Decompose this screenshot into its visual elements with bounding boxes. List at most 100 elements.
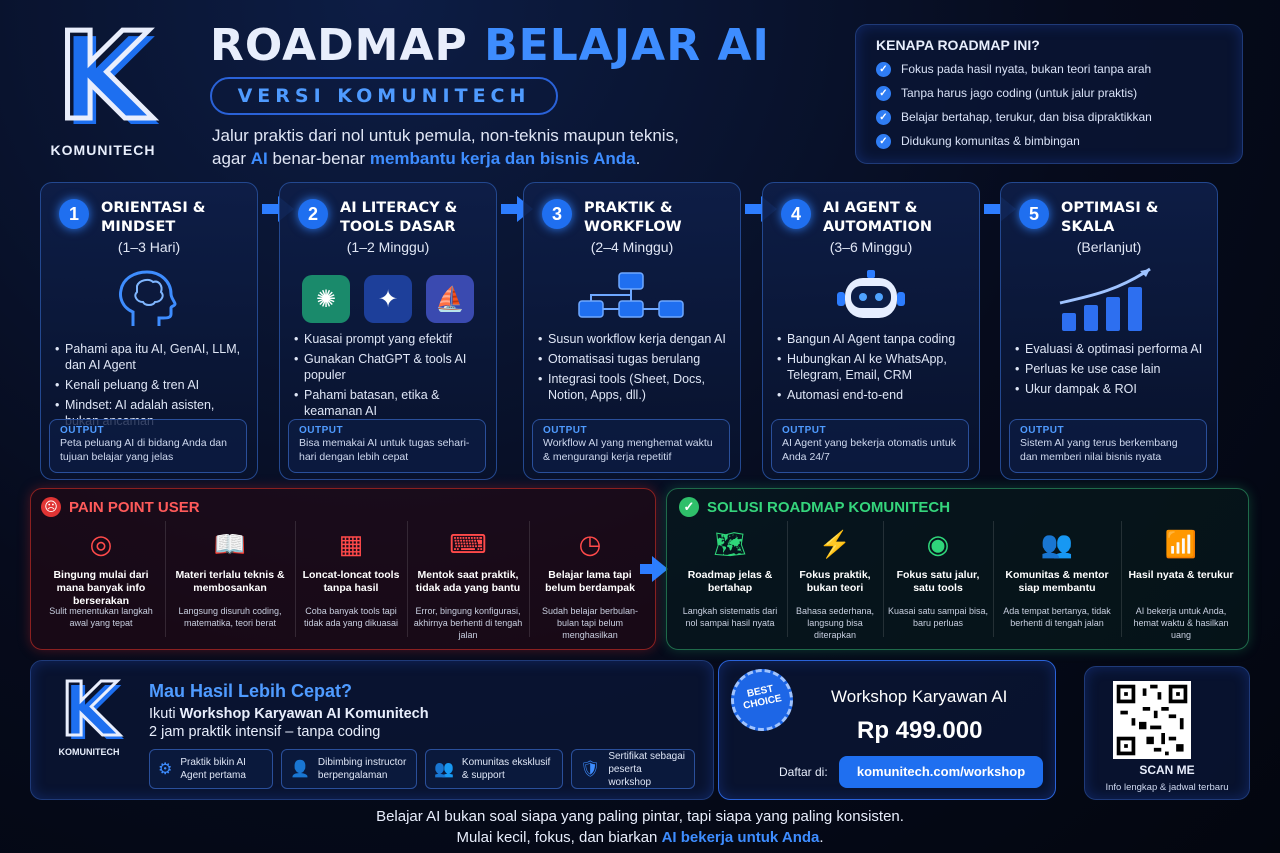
growth-chart-icon: [1001, 263, 1217, 335]
divider: [993, 521, 994, 637]
divider: [787, 521, 788, 637]
brand-name: KOMUNITECH: [50, 142, 156, 158]
qr-panel: SCAN ME Info lengkap & jadwal terbaru: [1084, 666, 1250, 800]
divider: [295, 521, 296, 637]
step-bullet: Hubungkan AI ke WhatsApp, Telegram, Emai…: [777, 351, 973, 383]
logo-k-icon: K: [59, 667, 119, 753]
check-icon: ✓: [876, 61, 891, 77]
step-bullet: Pahami batasan, etika & keamanan AI: [294, 387, 490, 419]
qr-code-icon[interactable]: [1113, 681, 1191, 759]
group-icon: 👥: [434, 760, 454, 778]
check-icon: ✓: [876, 133, 891, 149]
solution-header: ✓ SOLUSI ROADMAP KOMUNITECH: [679, 497, 950, 517]
feature-text: Sertifikat sebagai peserta workshop: [608, 750, 686, 788]
footer-text: Belajar AI bukan soal siapa yang paling …: [0, 806, 1280, 848]
step-bullets: Susun workflow kerja dengan AI Otomatisas…: [538, 331, 734, 407]
step-title: AI LITERACY &TOOLS DASAR: [340, 200, 458, 235]
feature-chip: 👤Dibimbing instructor berpengalaman: [281, 749, 417, 789]
brand-name: KOMUNITECH: [58, 747, 120, 757]
why-item: ✓Didukung komunitas & bimbingan: [876, 129, 1222, 153]
item-sub: AI bekerja untuk Anda, hemat waktu & has…: [1133, 606, 1229, 640]
map-icon: 🗺: [713, 529, 747, 559]
target-hit-icon: ◉: [926, 529, 950, 559]
chatgpt-icon: ✺: [302, 275, 350, 323]
step-duration: (1–3 Hari): [117, 239, 181, 255]
why-item: ✓Fokus pada hasil nyata, bukan teori tan…: [876, 57, 1222, 81]
step-title: OPTIMASI &SKALA: [1061, 200, 1159, 235]
why-item: ✓Belajar bertahap, terukur, dan bisa dip…: [876, 105, 1222, 129]
step-bullet: Susun workflow kerja dengan AI: [538, 331, 734, 347]
step-duration: (1–2 Minggu): [346, 239, 430, 255]
item-title: Bingung mulai dari mana banyak info bers…: [53, 569, 149, 607]
robot-icon: [763, 263, 979, 335]
pain-title: PAIN POINT USER: [69, 498, 200, 516]
footer-line1: Belajar AI bukan soal siapa yang paling …: [376, 808, 904, 825]
item-sub: Coba banyak tools tapi tidak ada yang di…: [303, 606, 399, 628]
item-sub: Error, bingung konfigurasi, akhirnya ber…: [413, 606, 523, 640]
brain-head-icon: [41, 263, 257, 335]
divider: [165, 521, 166, 637]
check-icon: ✓: [876, 109, 891, 125]
item-sub: Ada tempat bertanya, tidak berhenti di t…: [1003, 606, 1111, 628]
lead-line2: agar AI benar-benar membantu kerja dan b…: [212, 149, 641, 168]
step-title: ORIENTASI &MINDSET: [101, 200, 206, 235]
gemini-icon: ✦: [364, 275, 412, 323]
step-bullet: Ukur dampak & ROI: [1015, 381, 1211, 397]
ai-tools-icons: ✺✦⛵: [280, 263, 496, 335]
item-sub: Sulit menentukan langkah awal yang tepat: [49, 606, 153, 628]
step-bullet: Otomatisasi tugas berulang: [538, 351, 734, 367]
check-icon: ✓: [876, 85, 891, 101]
offer-panel: BEST CHOICE Workshop Karyawan AI Rp 499.…: [718, 660, 1056, 800]
why-panel: KENAPA ROADMAP INI? ✓Fokus pada hasil ny…: [855, 24, 1243, 164]
sad-face-icon: ☹: [41, 497, 61, 517]
instructor-icon: 👤: [290, 760, 310, 778]
pain-item: ⌨Mentok saat praktik, tidak ada yang ban…: [407, 523, 529, 640]
item-title: Komunitas & mentor siap membantu: [1005, 569, 1109, 594]
maze-icon: ▦: [338, 529, 364, 559]
why-title: KENAPA ROADMAP INI?: [876, 37, 1040, 53]
step-bullets: Evaluasi & optimasi performa AIPerluas k…: [1015, 341, 1211, 401]
item-title: Mentok saat praktik, tidak ada yang bant…: [415, 569, 521, 594]
page-title: ROADMAP BELAJAR AI: [210, 20, 770, 71]
item-title: Hasil nyata & terukur: [1128, 569, 1234, 581]
step-bullet: Automasi end-to-end: [777, 387, 973, 403]
divider: [1121, 521, 1122, 637]
title-part2: BELAJAR AI: [484, 20, 770, 71]
item-sub: Langsung disuruh coding, matematika, teo…: [178, 606, 282, 628]
growth-icon: 📶: [1164, 529, 1198, 559]
solution-item: 📶 Hasil nyata & terukur AI bekerja untuk A…: [1121, 523, 1241, 640]
cta-headline: Mau Hasil Lebih Cepat?: [149, 681, 353, 701]
target-miss-icon: ◎: [89, 529, 113, 559]
item-sub: Langkah sistematis dari nol sampai hasil…: [682, 606, 778, 628]
step-bullet: Bangun AI Agent tanpa coding: [777, 331, 973, 347]
step-number: 4: [781, 199, 811, 229]
item-title: Fokus satu jalur, satu tools: [896, 569, 980, 594]
step-bullet: Pahami apa itu AI, GenAI, LLM, dan AI Ag…: [55, 341, 251, 373]
feature-text: Praktik bikin AI Agent pertama: [180, 757, 246, 781]
title-part1: ROADMAP: [210, 20, 468, 71]
logo-k-icon: K: [54, 8, 152, 147]
pain-to-solution-arrow: [640, 556, 668, 582]
step-duration: (Berlanjut): [1076, 239, 1142, 255]
feature-chip: 🛡Sertifikat sebagai peserta workshop: [571, 749, 695, 789]
feature-chip: 👥Komunitas eksklusif & support: [425, 749, 563, 789]
step-bullets: Bangun AI Agent tanpa codingHubungkan AI…: [777, 331, 973, 407]
offer-price: Rp 499.000: [857, 717, 983, 744]
item-title: Loncat-loncat tools tanpa hasil: [302, 569, 400, 594]
item-sub: Kuasai satu sampai bisa, baru perluas: [887, 606, 989, 628]
community-icon: 👥: [1040, 529, 1074, 559]
workshop-url-button[interactable]: komunitech.com/workshop: [839, 756, 1043, 788]
step-bullet: Integrasi tools (Sheet, Docs, Notion, Ap…: [538, 371, 734, 403]
step-title: AI AGENT &AUTOMATION: [823, 200, 933, 235]
item-title: Materi terlalu teknis & membosankan: [175, 569, 285, 594]
best-choice-badge: BEST CHOICE: [725, 663, 799, 737]
divider: [407, 521, 408, 637]
